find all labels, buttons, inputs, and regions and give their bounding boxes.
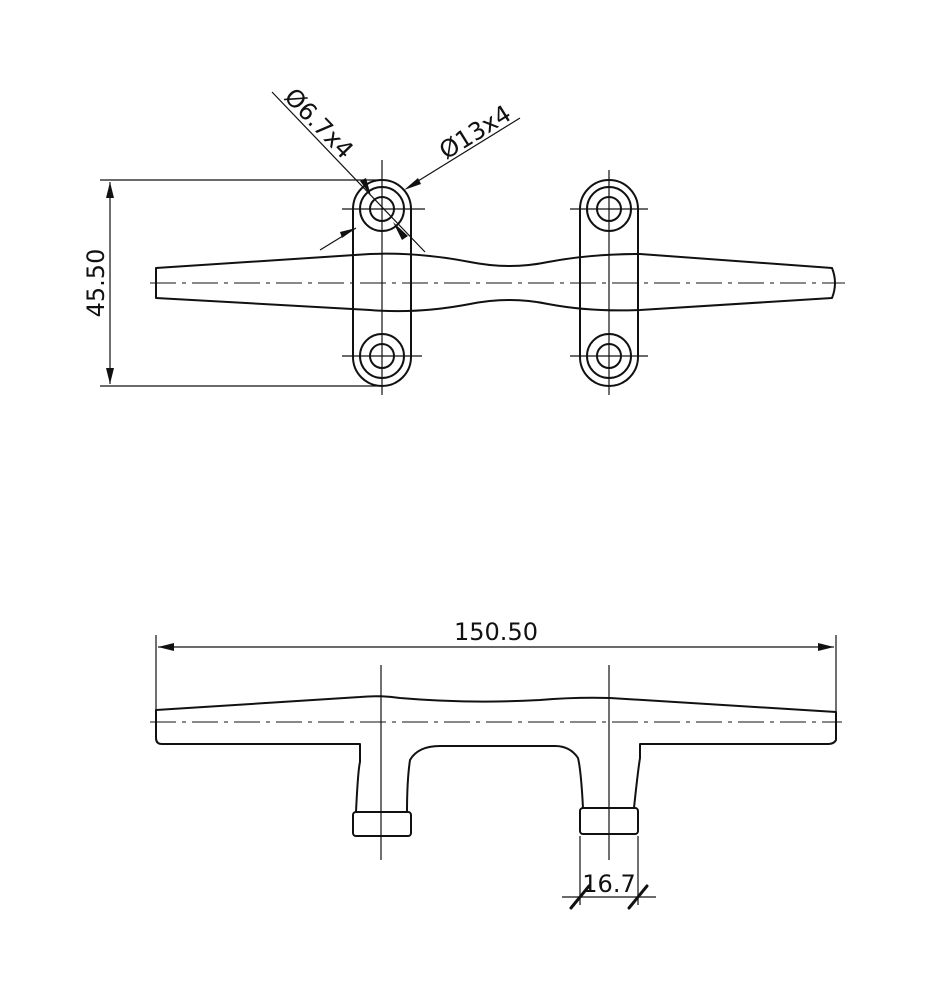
top-view: 45.50 Ø6.7x4 Ø13x4 [82,83,845,395]
length-dimension-label: 150.50 [454,618,538,646]
left-foot-base [352,811,412,837]
small-hole-callout: Ø6.7x4 [271,83,426,253]
height-dimension-label: 45.50 [82,249,110,318]
height-dimension: 45.50 [82,179,380,387]
side-view: 150.50 16.7 [150,618,842,910]
length-dimension: 150.50 [155,618,837,712]
large-hole-callout-label: Ø13x4 [434,100,516,166]
small-hole-callout-label: Ø6.7x4 [279,83,359,165]
side-view-outline [155,695,837,813]
hole-center-marks [342,160,648,395]
base-width-dimension-label: 16.7 [582,870,635,898]
large-hole-callout: Ø13x4 [319,100,521,251]
top-view-horn-outline [155,252,836,313]
base-width-dimension: 16.7 [562,836,656,910]
